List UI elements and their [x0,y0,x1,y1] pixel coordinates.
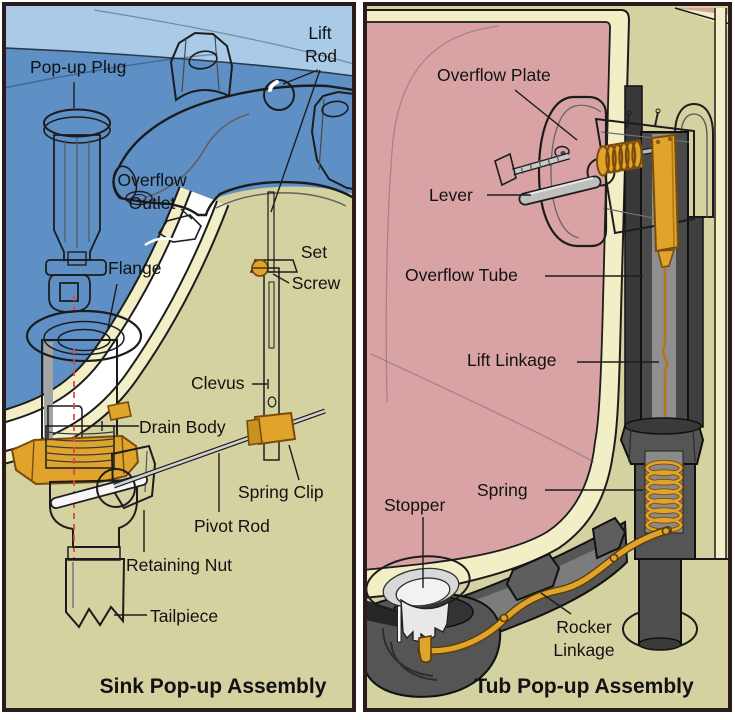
clevis-illustration [249,259,299,461]
lever-illustration [518,157,616,206]
faucet-spout-mouth [112,165,153,206]
label-overflow-plate: Overflow Plate [437,65,551,85]
label-drain-body: Drain Body [139,417,226,437]
plate-screw [494,152,570,187]
drain-riser [619,417,705,560]
label-overflow-outlet-line1: Overflow [117,170,186,190]
label-rocker-linkage-line1: Rocker [556,617,612,637]
label-clevus: Clevus [191,373,245,393]
label-lever: Lever [429,185,473,205]
label-overflow-outlet-line2: Outlet [129,193,176,213]
label-retaining-nut: Retaining Nut [126,555,232,575]
lift-linkage-illustration [650,133,680,462]
left-panel-border [2,2,356,712]
label-spring: Spring [477,480,528,500]
label-spring-clip: Spring Clip [238,482,324,502]
lift-rod-knob [263,79,295,111]
faucet-left-handle [169,31,234,102]
overflow-outlet-illustration [144,214,202,247]
leader-lines [422,89,659,615]
label-rocker-linkage-line2: Linkage [553,640,614,660]
label-stopper: Stopper [384,495,445,515]
label-lift-rod-line2: Rod [305,46,337,66]
spring-illustration [644,459,684,534]
label-flange: Flange [108,258,162,278]
locknut [10,434,140,486]
stopper-illustration [367,555,471,663]
spring-clip-illustration [246,411,297,446]
tube-cap-arch [674,102,714,218]
faucet-body [112,84,352,217]
overflow-assembly [494,85,714,462]
linkage-housing [594,117,695,235]
wall-corner-strip [693,8,728,560]
flange-illustration [25,309,143,363]
linkage-spring-small [596,139,662,177]
sink-popup-assembly-panel: Pop-up Plug Lift Rod Overflow Outlet Fla… [2,2,356,712]
leader-lines [73,69,321,616]
tailpiece-illustration [65,546,126,629]
panel-title-sink: Sink Pop-up Assembly [100,675,327,698]
lift-rod-illustration [267,191,275,273]
pivot-ball [96,468,136,508]
label-tailpiece: Tailpiece [150,606,218,626]
label-popup-plug: Pop-up Plug [30,57,126,77]
tub-popup-assembly-panel: Overflow Plate Lever Overflow Tube Lift … [363,2,732,712]
panel-title-tub: Tub Pop-up Assembly [474,675,694,698]
overflow-plate-illustration [537,95,608,248]
labels: Overflow Plate Lever Overflow Tube Lift … [384,65,694,698]
floor-drain [622,558,698,651]
label-lift-rod-line1: Lift [308,23,331,43]
right-panel-border [363,2,732,712]
drain-flange-edge [367,600,403,628]
label-pivot-rod: Pivot Rod [194,516,270,536]
label-set-screw-line1: Set [301,242,327,262]
faucet-right-handle [310,90,352,190]
rocker-linkage-illustration [417,526,672,655]
label-set-screw-line2: Screw [292,273,341,293]
faucet [112,31,352,273]
label-overflow-tube: Overflow Tube [405,265,518,285]
labels: Pop-up Plug Lift Rod Overflow Outlet Fla… [30,23,341,698]
label-lift-linkage: Lift Linkage [467,350,557,370]
